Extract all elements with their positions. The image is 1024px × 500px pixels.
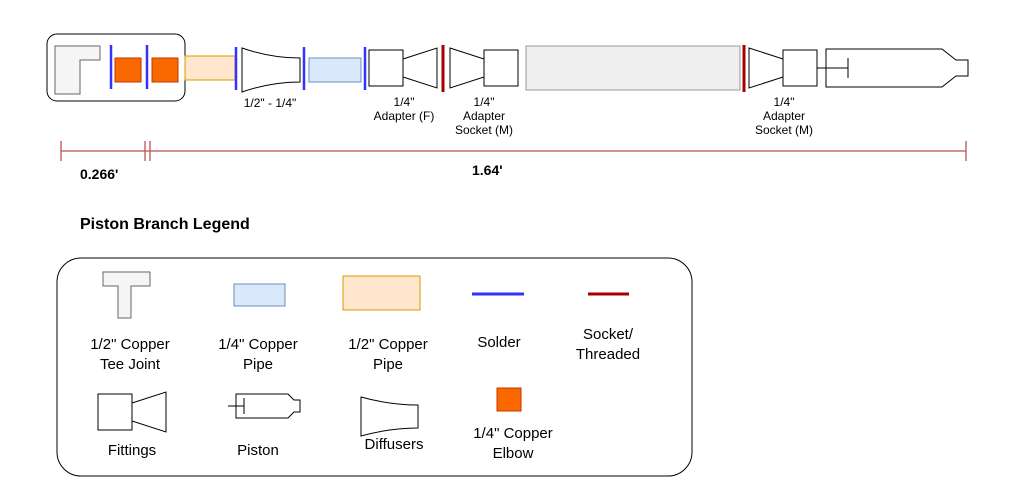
legend-half-pipe-icon	[342, 275, 421, 311]
adapter-socket-cone	[748, 47, 784, 89]
legend-label-tee: 1/2" Copper Tee Joint	[90, 336, 170, 373]
copper-elbow-shape	[151, 57, 179, 83]
legend-fittings-icon	[97, 391, 167, 433]
dimension-line	[60, 141, 967, 161]
legend-label-fittings: Fittings	[107, 442, 157, 459]
legend-elbow-icon	[496, 387, 522, 412]
adapter-f-label: 1/4" Adapter (F)	[373, 95, 435, 123]
legend-tee-icon	[102, 271, 151, 319]
legend-label-solder: Solder	[477, 334, 521, 351]
piston-shape	[825, 48, 969, 88]
quarter-inch-pipe-shape	[308, 57, 362, 83]
legend-label-elbow: 1/4" Copper Elbow	[473, 425, 553, 462]
tee-joint-shape	[54, 45, 101, 95]
adapter-socket-cone	[449, 47, 485, 89]
adapter-socket-body	[483, 49, 519, 87]
legend-label-half-pipe: 1/2" Copper Pipe	[348, 336, 428, 373]
legend-label-diffusers: Diffusers	[364, 436, 424, 453]
adapter-socket-label-2: 1/4" Adapter Socket (M)	[754, 95, 813, 137]
half-inch-pipe-shape	[184, 55, 236, 81]
legend-quarter-pipe-icon	[233, 283, 286, 307]
legend-label-socket: Socket/ Threaded	[575, 326, 641, 363]
reducer-diffuser-shape	[241, 47, 301, 93]
legend-piston-icon	[228, 393, 301, 419]
reducer-label: 1/2" - 1/4"	[243, 96, 297, 110]
copper-elbow-shape	[114, 57, 142, 83]
legend-title: Piston Branch Legend	[80, 216, 250, 233]
legend-frame	[56, 257, 693, 477]
adapter-socket-label-1: 1/4" Adapter Socket (M)	[454, 95, 513, 137]
adapter-f-cone	[402, 47, 438, 89]
long-pipe-shape	[525, 45, 741, 91]
adapter-f-body	[368, 49, 404, 87]
dimension-label-right: 1.64'	[472, 162, 503, 178]
legend-label-piston: Piston	[237, 442, 279, 459]
legend-label-quarter-pipe: 1/4" Copper Pipe	[218, 336, 298, 373]
adapter-socket-body	[782, 49, 818, 87]
assembly-row	[46, 33, 969, 102]
dimension-label-left: 0.266'	[80, 166, 119, 182]
legend-diffuser-icon	[360, 396, 419, 437]
